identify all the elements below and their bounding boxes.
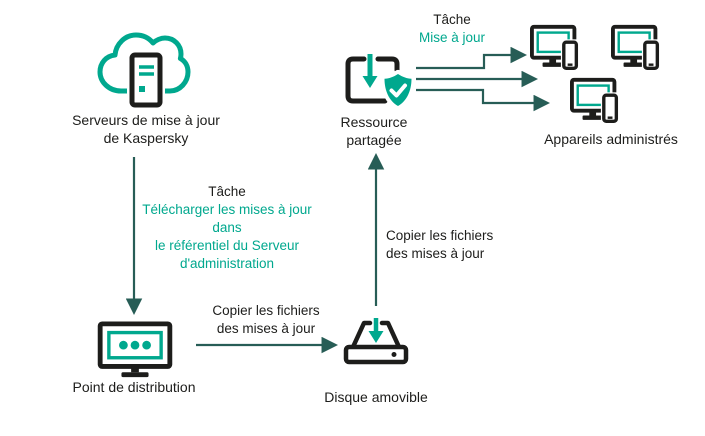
update-task-label: Tâche Mise à jour [418, 12, 486, 45]
shared-resource-label: Ressource partagée [340, 114, 408, 148]
desktop-phone-icon [530, 24, 586, 74]
desktop-phone-icon [570, 77, 626, 127]
desktop-phone-icon [611, 24, 667, 74]
copy-to-disk-label: Copier les fichiers des mises à jour [212, 303, 320, 336]
arrow-update-device-3 [416, 88, 551, 112]
cloud-server-icon [95, 28, 191, 112]
kaspersky-servers-label: Serveurs de mise à jour de Kaspersky [72, 112, 220, 146]
monitor-dots-icon [96, 320, 174, 380]
download-task-label: Tâche Télécharger les mises à jour dans … [142, 184, 312, 271]
copy-to-share-label: Copier les fichiers des mises à jour [386, 228, 494, 261]
removable-disk-label: Disque amovible [324, 389, 428, 405]
disk-tray-download-icon [341, 316, 411, 374]
managed-devices-label: Appareils administrés [544, 131, 678, 147]
folder-download-shield-icon [339, 50, 419, 116]
distribution-point-label: Point de distribution [72, 379, 196, 395]
arrow-update-device-1 [416, 46, 528, 70]
